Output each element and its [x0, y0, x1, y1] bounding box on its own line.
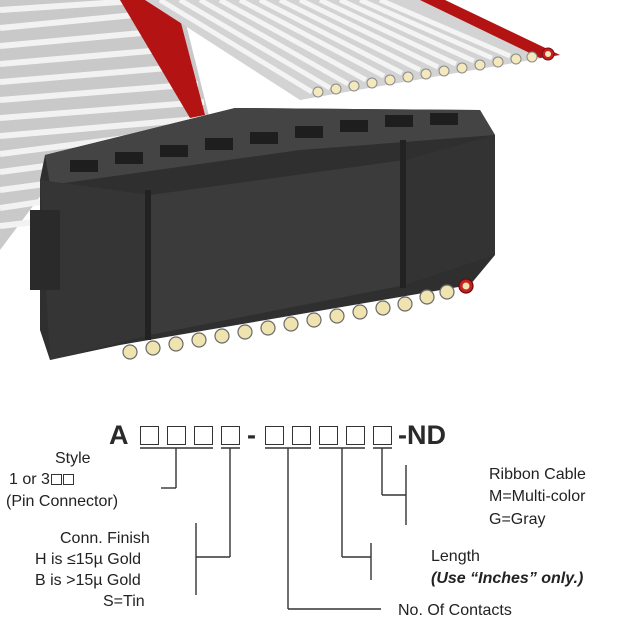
finish-box	[221, 426, 240, 445]
contacts-box-2	[292, 426, 311, 445]
contact-pins	[122, 284, 455, 360]
ribbon-g-label: G=Gray	[489, 511, 546, 528]
length-box-1	[319, 426, 338, 445]
box-glyph	[50, 474, 62, 485]
contacts-box-1	[265, 426, 284, 445]
length-label: Length	[431, 548, 480, 565]
style-option-text: 1 or 3	[9, 471, 50, 488]
ribbon-cable-right	[145, 0, 560, 100]
length-note-label: (Use “Inches” only.)	[431, 570, 584, 587]
ribbon-cable-assembly-illustration	[0, 0, 560, 360]
box-glyph	[62, 474, 74, 485]
idc-connector	[30, 108, 495, 360]
ribbon-cable-label: Ribbon Cable	[489, 466, 586, 483]
finish-b-label: B is >15µ Gold	[35, 572, 141, 589]
part-number-prefix: A	[109, 420, 129, 450]
finish-s-label: S=Tin	[103, 593, 145, 610]
pin-connector-label: (Pin Connector)	[6, 493, 119, 510]
conn-finish-title: Conn. Finish	[60, 530, 150, 547]
ribbon-cable-left	[0, 0, 210, 250]
part-number-dash: -	[247, 420, 256, 450]
length-box-2	[346, 426, 365, 445]
style-box-2	[167, 426, 186, 445]
style-option-label: 1 or 3	[9, 470, 74, 489]
cable-box	[373, 426, 392, 445]
style-box-1	[140, 426, 159, 445]
contacts-label: No. Of Contacts	[398, 602, 512, 619]
style-label: Style	[55, 450, 91, 467]
ribbon-m-label: M=Multi-color	[489, 488, 586, 505]
finish-h-label: H is ≤15µ Gold	[35, 551, 142, 568]
part-number-suffix: -ND	[398, 420, 446, 450]
style-box-3	[194, 426, 213, 445]
